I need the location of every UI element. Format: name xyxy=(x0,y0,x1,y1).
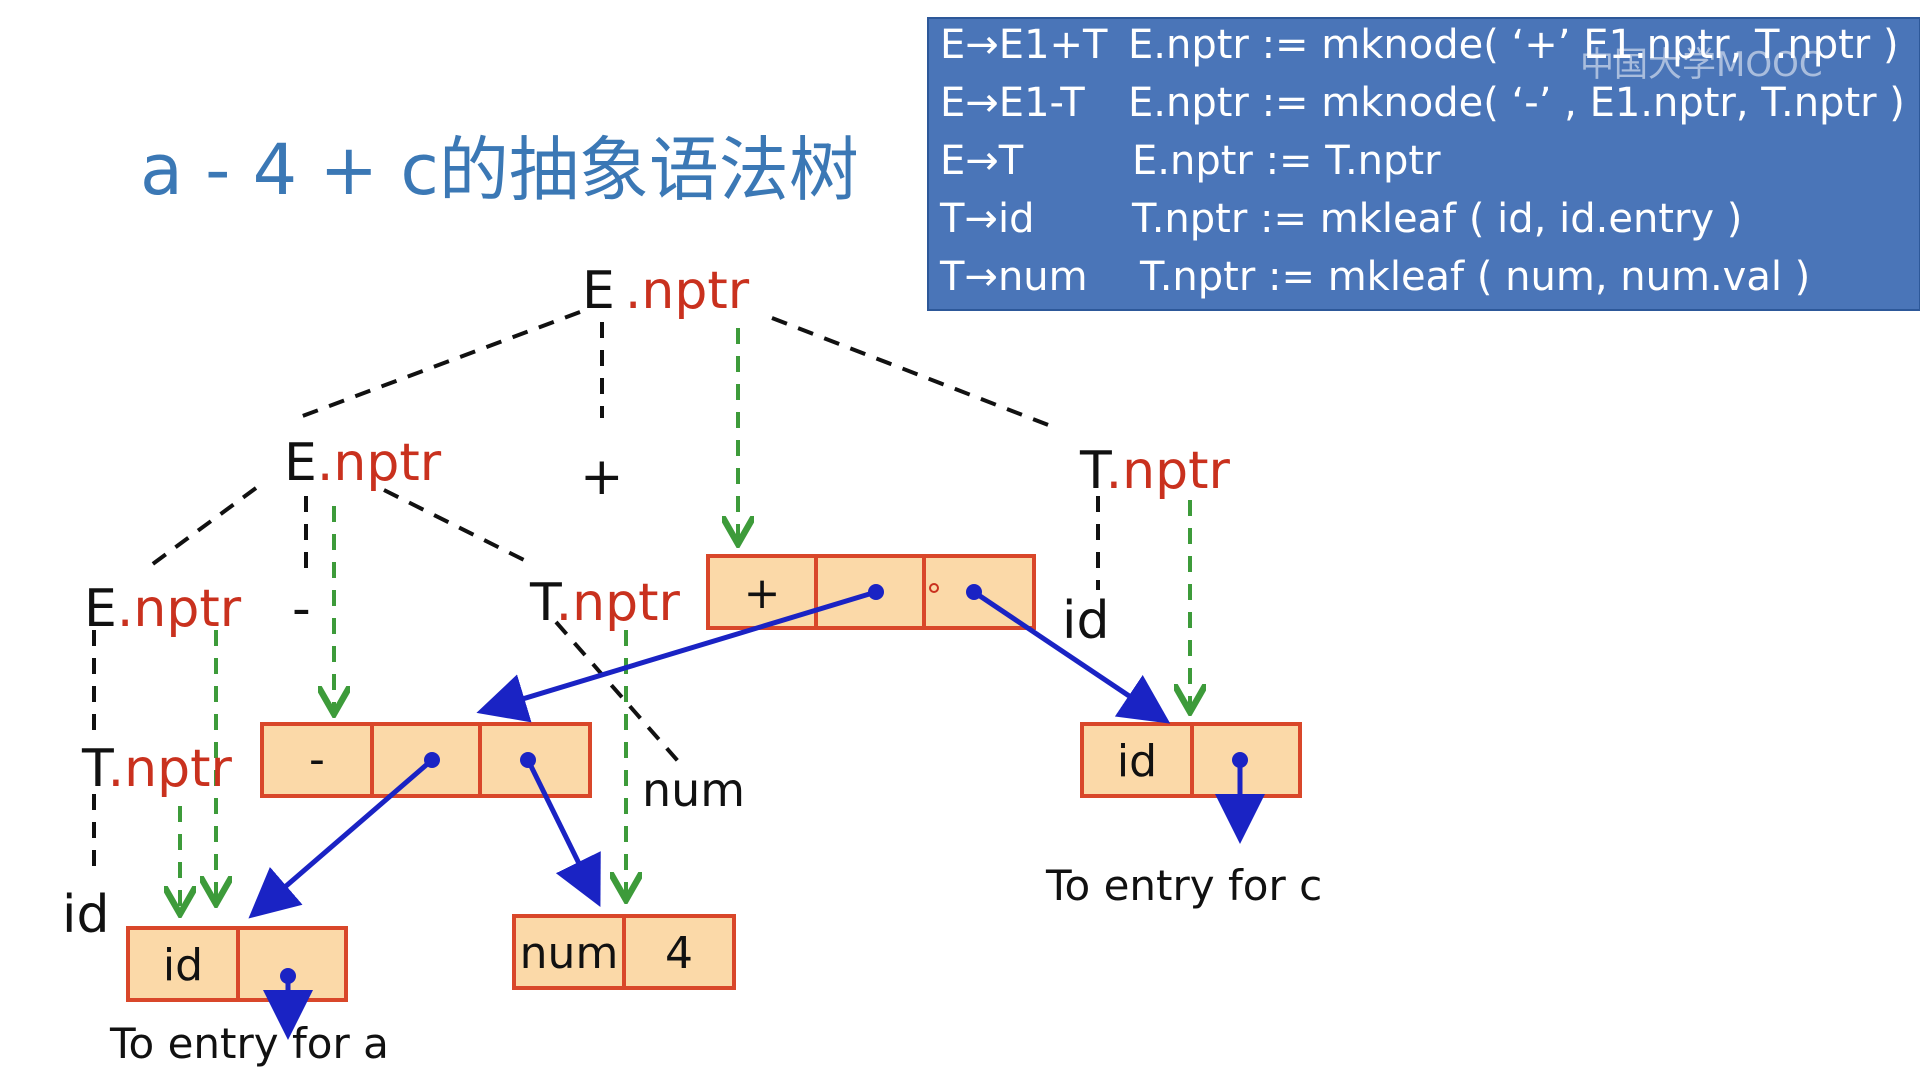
ptr-plus-right-dot xyxy=(966,584,982,600)
ptr-minus-left-dot xyxy=(424,752,440,768)
edge-eleft-ell xyxy=(148,486,258,568)
id-a-ptr-cell xyxy=(236,926,348,1002)
attribute-flow-arrows xyxy=(180,328,1190,910)
ptr-minus-right-dot xyxy=(520,752,536,768)
rule-2-production: E→E1-T xyxy=(940,80,1085,126)
id-c-label: id xyxy=(1117,736,1157,787)
id-a-node: id xyxy=(126,926,348,1002)
ell-label: E.nptr xyxy=(84,579,242,639)
parse-tree-labels: E.nptr + E.nptr T.nptr E.nptr - T.nptr T… xyxy=(62,261,1230,945)
ptr-plus-to-minus xyxy=(476,589,877,723)
ptr-minus-to-num4 xyxy=(525,758,601,907)
page-title: a - 4 + c的抽象语法树 xyxy=(140,129,859,211)
edge-eleft-tmid xyxy=(383,488,525,562)
id-a-label-cell xyxy=(126,926,240,1002)
ptr-ida-dot xyxy=(280,968,296,984)
tright-label: T.nptr xyxy=(1079,441,1230,501)
id-right-label: id xyxy=(1062,591,1109,651)
id-left-label: id xyxy=(62,885,109,945)
pointer-arrows xyxy=(248,584,1265,1040)
rule-1-production: E→E1+T xyxy=(940,22,1108,68)
rule-3-production: E→T xyxy=(940,138,1024,184)
rule-3-action: E.nptr := T.nptr xyxy=(1132,138,1441,184)
num-4-value: 4 xyxy=(665,928,693,979)
plus-symbol: + xyxy=(580,447,624,507)
rule-2-action: E.nptr := mknode( ‘-’ , E1.nptr, T.nptr … xyxy=(1128,80,1905,126)
edge-root-tright xyxy=(771,316,1057,430)
num-4-node: num 4 xyxy=(512,914,736,990)
id-a-label: id xyxy=(163,940,203,991)
rule-1-action: E.nptr := mknode( ‘+’ E1.nptr, T.nptr ) xyxy=(1128,22,1899,68)
id-c-node: id xyxy=(1080,722,1302,798)
entry-c-caption: To entry for c xyxy=(1045,861,1322,910)
plus-node-op: + xyxy=(744,568,781,619)
num-4-label-cell xyxy=(512,914,626,990)
tll-label: T.nptr xyxy=(81,739,232,799)
tmid-label: T.nptr xyxy=(529,573,680,633)
rule-4-production: T→id xyxy=(939,196,1034,242)
num-4-value-cell xyxy=(622,914,736,990)
minus-node-op: - xyxy=(309,734,325,785)
rules-box xyxy=(927,17,1920,311)
rule-5-production: T→num xyxy=(939,254,1088,300)
minus-symbol: - xyxy=(292,579,311,639)
ptr-minus-to-ida xyxy=(248,758,434,919)
ptr-idc-dot xyxy=(1232,752,1248,768)
ptr-plus-to-idc xyxy=(972,589,1171,724)
rule-5-action: T.nptr := mkleaf ( num, num.val ) xyxy=(1139,254,1810,300)
ptr-plus-left-dot xyxy=(868,584,884,600)
parse-tree-edges xyxy=(92,310,1100,872)
num-label: num xyxy=(642,763,745,817)
num-4-label: num xyxy=(520,928,619,979)
rule-4-action: T.nptr := mkleaf ( id, id.entry ) xyxy=(1131,196,1742,242)
cursor-marker xyxy=(929,583,939,593)
root-label: E.nptr xyxy=(582,261,750,321)
edge-tmid-num xyxy=(554,620,686,770)
rules-panel: 中国大学MOOC E→E1+T E.nptr := mknode( ‘+’ E1… xyxy=(927,17,1920,311)
edge-root-eleft xyxy=(291,310,581,422)
eleft-label: E.nptr xyxy=(284,433,442,493)
entry-a-caption: To entry for a xyxy=(109,1019,389,1068)
watermark: 中国大学MOOC xyxy=(1580,45,1823,85)
